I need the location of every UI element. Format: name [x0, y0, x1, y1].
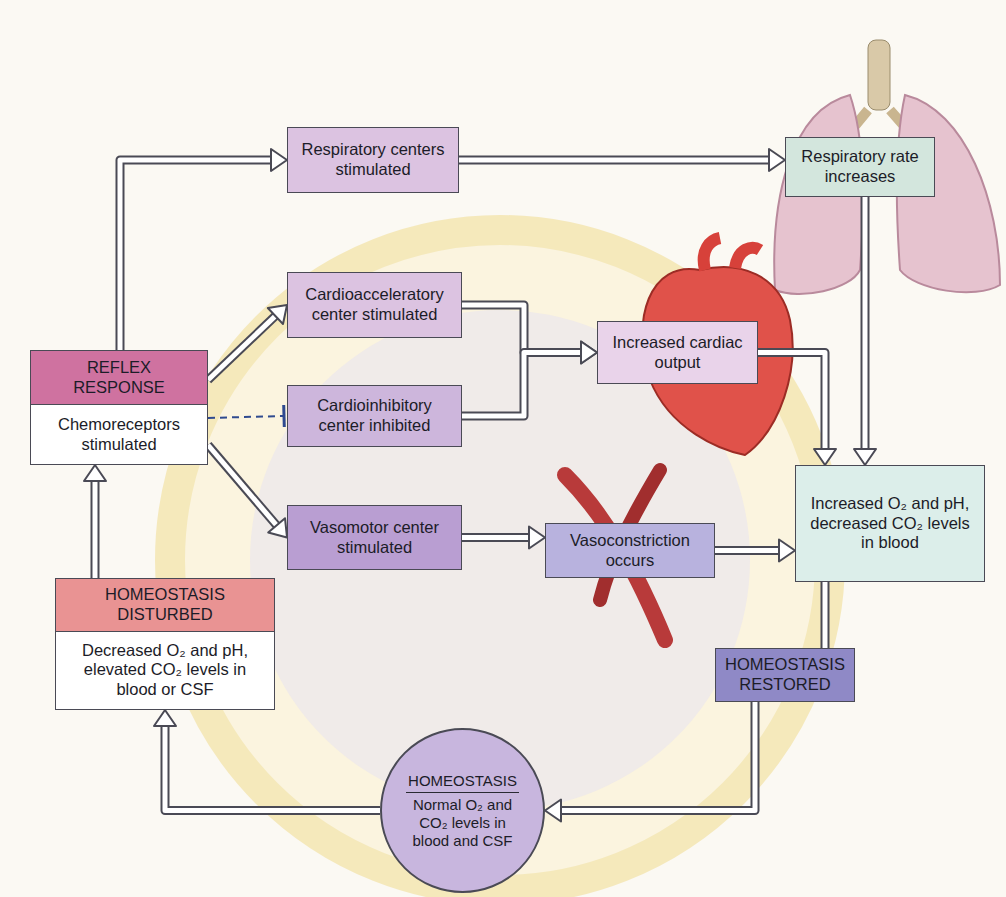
- box-label: Cardioacceleratory center stimulated: [297, 285, 452, 325]
- box-label: Cardioinhibitory center inhibited: [297, 396, 452, 436]
- box-label: Respiratory rate increases: [795, 147, 925, 187]
- box-body: Chemoreceptors stimulated: [31, 405, 207, 464]
- flow-arrow: [715, 540, 795, 562]
- titled-box: HOMEOSTASIS DISTURBEDDecreased O₂ and pH…: [55, 578, 275, 710]
- flow-arrow: [208, 445, 287, 538]
- inhibition-line: [208, 405, 284, 427]
- flow-arrow: [854, 197, 876, 465]
- flow-arrow: [825, 582, 826, 648]
- titled-box: REFLEX RESPONSEChemoreceptors stimulated: [30, 350, 208, 465]
- lungs-drawing: [774, 40, 1000, 294]
- box-label: Increased O₂ and pH, decreased CO₂ level…: [805, 494, 975, 553]
- box-label: Vasoconstriction occurs: [555, 531, 705, 571]
- process-box: Increased O₂ and pH, decreased CO₂ level…: [795, 465, 985, 582]
- process-box: Vasoconstriction occurs: [545, 523, 715, 578]
- flow-arrow: [120, 149, 287, 350]
- state-circle: HOMEOSTASIS Normal O₂ and CO₂ levels in b…: [380, 728, 545, 893]
- flow-arrow: [758, 353, 836, 466]
- flow-arrow: [154, 710, 380, 811]
- box-label: Increased cardiac output: [607, 333, 748, 373]
- flow-arrow: [459, 149, 785, 171]
- box-body: Decreased O₂ and pH, elevated CO₂ levels…: [56, 632, 274, 709]
- flow-arrow: [462, 342, 597, 417]
- process-box: Cardioinhibitory center inhibited: [287, 385, 462, 447]
- process-box: Vasomotor center stimulated: [287, 505, 462, 570]
- process-box: Increased cardiac output: [597, 321, 758, 384]
- box-label: Vasomotor center stimulated: [297, 518, 452, 558]
- flow-arrow: [208, 305, 287, 380]
- flow-arrow: [545, 702, 755, 822]
- process-box: Respiratory centers stimulated: [287, 127, 459, 193]
- flow-arrow: [84, 465, 106, 578]
- process-box: HOMEOSTASIS RESTORED: [715, 648, 855, 702]
- box-heading: HOMEOSTASIS DISTURBED: [56, 579, 274, 632]
- box-heading: REFLEX RESPONSE: [31, 351, 207, 405]
- circle-heading: HOMEOSTASIS: [406, 772, 519, 793]
- box-label: HOMEOSTASIS RESTORED: [725, 655, 845, 695]
- process-box: Respiratory rate increases: [785, 137, 935, 197]
- process-box: Cardioacceleratory center stimulated: [287, 272, 462, 338]
- box-label: Respiratory centers stimulated: [297, 140, 449, 180]
- circle-body: Normal O₂ and CO₂ levels in blood and CS…: [382, 796, 543, 850]
- flow-arrow: [462, 527, 545, 549]
